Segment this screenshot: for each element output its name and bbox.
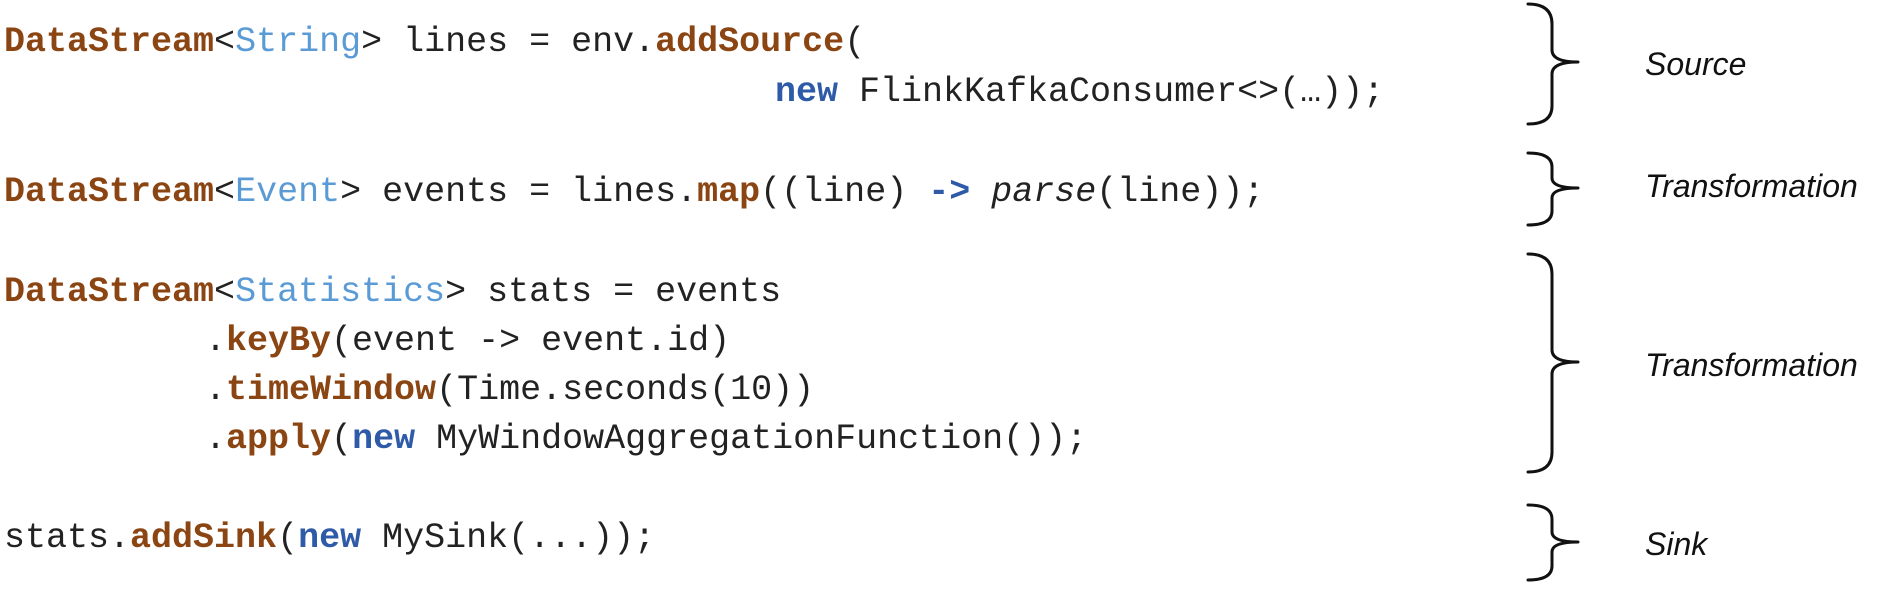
- code-token: DataStream: [4, 172, 215, 212]
- code-line-map: DataStream<Event> events = lines.map((li…: [4, 168, 1264, 216]
- code-token: stats.: [4, 518, 131, 558]
- code-token: DataStream: [4, 272, 215, 312]
- code-line-stats: DataStream<Statistics> stats = events: [4, 268, 781, 316]
- code-line-timewindow: .timeWindow(Time.seconds(10)): [205, 366, 814, 414]
- code-token: FlinkKafkaConsumer<>(…));: [838, 72, 1385, 112]
- code-line-apply: .apply(new MyWindowAggregationFunction()…: [205, 415, 1087, 463]
- code-line-sink: stats.addSink(new MySink(...));: [4, 514, 655, 562]
- code-token: (: [331, 419, 353, 459]
- label-transformation-stats: Transformation: [1645, 347, 1858, 383]
- code-token: new: [298, 518, 362, 558]
- code-token: apply: [226, 419, 332, 459]
- code-token: > lines = env.: [361, 22, 656, 62]
- code-token: map: [697, 172, 761, 212]
- code-token: Event: [235, 172, 341, 212]
- code-line-source-2: new FlinkKafkaConsumer<>(…));: [775, 68, 1384, 116]
- code-token: .: [205, 370, 227, 410]
- label-sink: Sink: [1645, 526, 1708, 562]
- code-token: > events = lines.: [340, 172, 698, 212]
- code-line-source-1: DataStream<String> lines = env.addSource…: [4, 18, 865, 66]
- code-line-keyby: .keyBy(event -> event.id): [205, 317, 730, 365]
- code-token: (event -> event.id): [331, 321, 731, 361]
- code-token: Statistics: [235, 272, 446, 312]
- code-token: <: [214, 22, 236, 62]
- code-block: DataStream<String> lines = env.addSource…: [4, 18, 1384, 562]
- code-token: addSink: [130, 518, 278, 558]
- code-token: DataStream: [4, 22, 215, 62]
- code-token: ->: [928, 172, 971, 212]
- code-token: <: [214, 272, 236, 312]
- code-token: (: [844, 22, 866, 62]
- code-token: <: [214, 172, 236, 212]
- code-token: parse: [991, 172, 1097, 212]
- code-token: [970, 172, 991, 212]
- code-token: .: [205, 321, 227, 361]
- code-token: new: [775, 72, 839, 112]
- code-token: .: [205, 419, 227, 459]
- code-token: ((line): [760, 172, 929, 212]
- code-token: (Time.seconds(10)): [436, 370, 815, 410]
- code-token: String: [235, 22, 362, 62]
- code-token: > stats = events: [445, 272, 782, 312]
- code-token: new: [352, 419, 416, 459]
- code-token: keyBy: [226, 321, 332, 361]
- code-token: MySink(...));: [361, 518, 656, 558]
- code-token: addSource: [655, 22, 845, 62]
- code-token: (: [277, 518, 299, 558]
- label-transformation-map: Transformation: [1645, 168, 1858, 204]
- code-token: MyWindowAggregationFunction());: [415, 419, 1088, 459]
- code-token: (line));: [1096, 172, 1265, 212]
- code-token: timeWindow: [226, 370, 437, 410]
- label-source: Source: [1645, 46, 1747, 82]
